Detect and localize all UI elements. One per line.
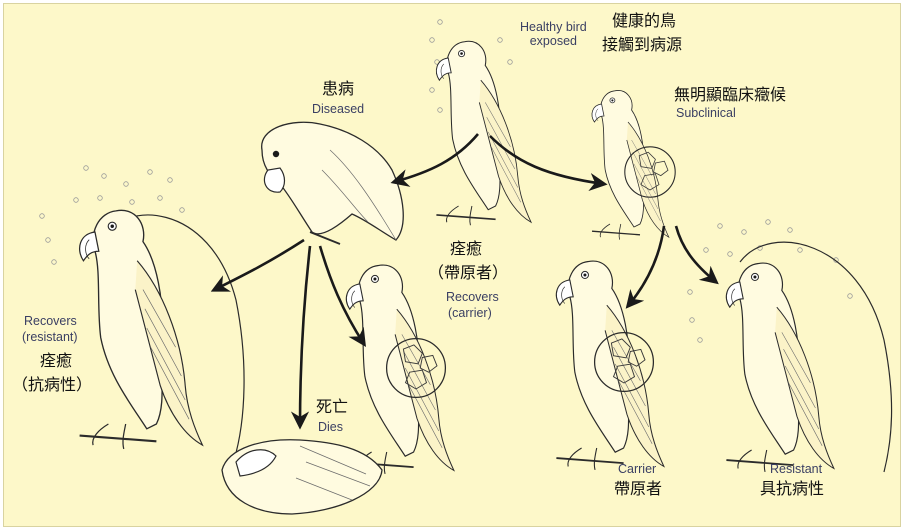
resistant-zh-label: 具抗病性	[760, 479, 825, 498]
recovers-resistant-zh-label-1: 痊癒	[40, 351, 73, 370]
arrow-diseased-to-recovers-carrier	[318, 245, 366, 348]
parrot-resistant	[725, 262, 835, 473]
carrier-zh-label: 帶原者	[614, 479, 663, 498]
arrow-subclinical-to-resistant	[674, 225, 719, 285]
dies-en-label: Dies	[318, 420, 344, 434]
arrow-diseased-to-recovers-resistant	[210, 238, 305, 292]
arrow-healthy-to-subclinical	[489, 135, 608, 192]
recovers-resistant-zh-label-2: （抗病性）	[12, 375, 93, 394]
recovers-resistant-en-label-1: Recovers	[24, 314, 77, 328]
recovers-carrier-zh-label-2: （帶原者）	[428, 263, 509, 282]
recovers-carrier-en-label-1: Recovers	[446, 290, 499, 304]
recovers-resistant-en-label-2: (resistant)	[22, 330, 78, 344]
subclinical-zh-label: 無明顯臨床癥候	[674, 85, 787, 104]
subclinical-en-label: Subclinical	[676, 106, 736, 120]
healthy-zh-label-1: 健康的鳥	[612, 11, 677, 30]
arrow-diseased-to-dies	[290, 245, 312, 430]
parrot-dead	[221, 439, 383, 515]
recovers-carrier-en-label-2: (carrier)	[448, 306, 492, 320]
healthy-zh-label-2: 接觸到病源	[602, 35, 683, 54]
arrow-subclinical-to-carrier	[625, 225, 666, 309]
parrot-healthy	[435, 40, 532, 227]
resistant-en-label: Resistant	[770, 462, 823, 476]
diseased-zh-label: 患病	[322, 79, 355, 98]
parrot-recovers-carrier	[345, 264, 455, 475]
transition-arrows	[210, 133, 719, 430]
parrot-subclinical	[591, 89, 676, 241]
carrier-en-label: Carrier	[618, 462, 657, 476]
parrot-diseased	[261, 121, 404, 245]
diseased-en-label: Diseased	[312, 102, 365, 116]
recovers-carrier-zh-label-1: 痊癒	[450, 239, 483, 258]
dies-zh-label: 死亡	[316, 397, 349, 416]
healthy-en-label: Healthy bird exposed	[520, 20, 587, 49]
parrot-recovers-resistant	[78, 209, 204, 451]
parrot-carrier	[555, 260, 665, 471]
arrow-healthy-to-diseased	[390, 133, 479, 187]
virus-particles	[39, 19, 853, 479]
